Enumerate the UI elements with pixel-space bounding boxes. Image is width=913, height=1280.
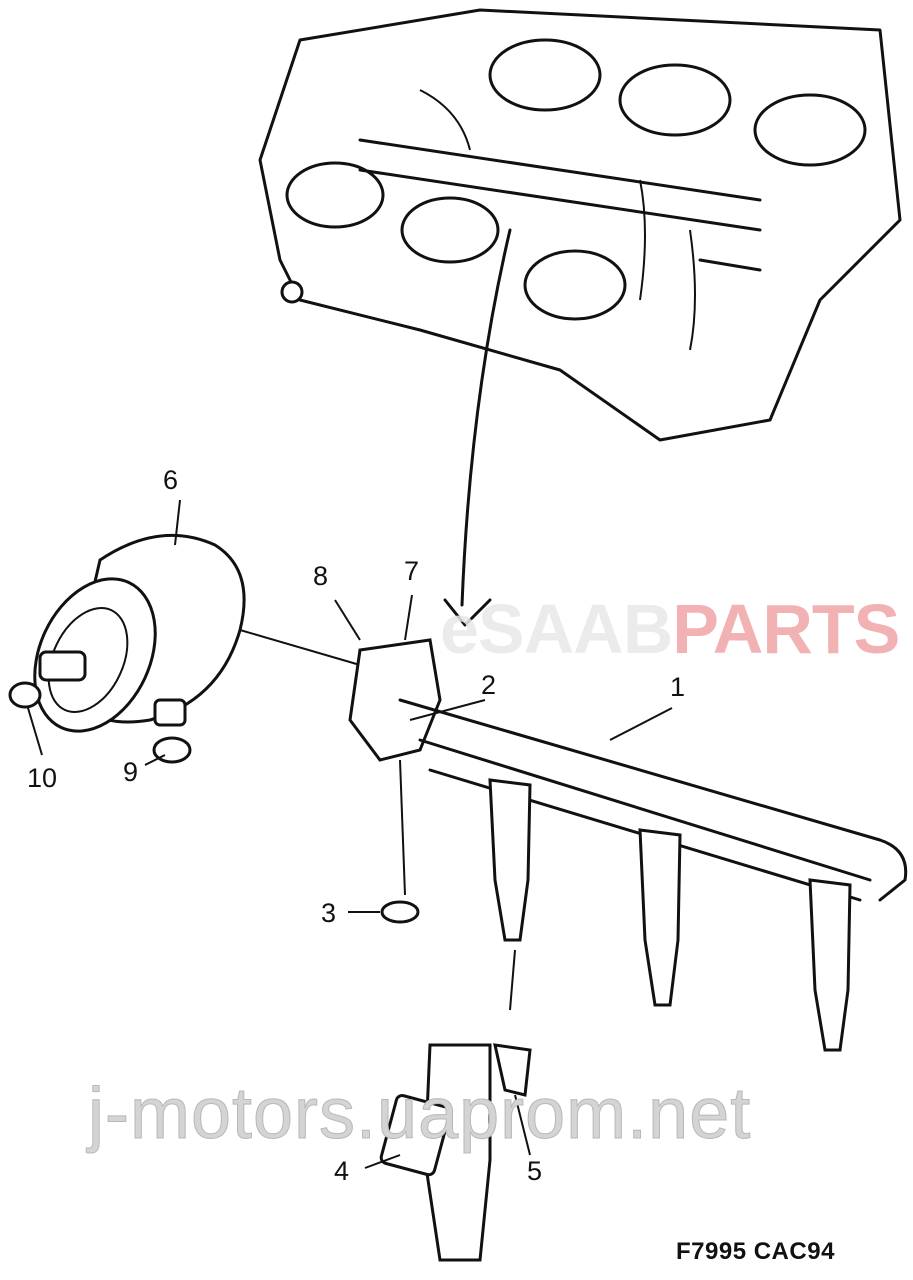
callout-3: 3 — [321, 898, 337, 928]
regulator-housing — [348, 638, 442, 762]
leader-lines — [27, 499, 673, 1169]
callout-2: 2 — [481, 670, 497, 700]
detail-injector — [379, 1043, 532, 1262]
callout-6: 6 — [163, 465, 179, 495]
seal-ring-10 — [8, 681, 42, 709]
direction-arrow — [443, 228, 512, 627]
figure-code: F7995 CAC94 — [676, 1238, 835, 1265]
seal-ring-3 — [380, 900, 420, 924]
callout-9: 9 — [123, 757, 139, 787]
callout-10: 10 — [27, 763, 58, 793]
pressure-regulator — [33, 533, 361, 733]
callout-7: 7 — [404, 556, 420, 586]
callout-8: 8 — [313, 561, 329, 591]
callout-4: 4 — [334, 1156, 350, 1186]
intake-manifold — [258, 8, 902, 442]
callout-5: 5 — [527, 1156, 543, 1186]
callout-1: 1 — [670, 672, 686, 702]
watermark-logo: eSAABPARTS — [440, 590, 900, 668]
injectors — [488, 778, 852, 1052]
watermark-url: j-motors.uaprom.net — [87, 1074, 752, 1154]
